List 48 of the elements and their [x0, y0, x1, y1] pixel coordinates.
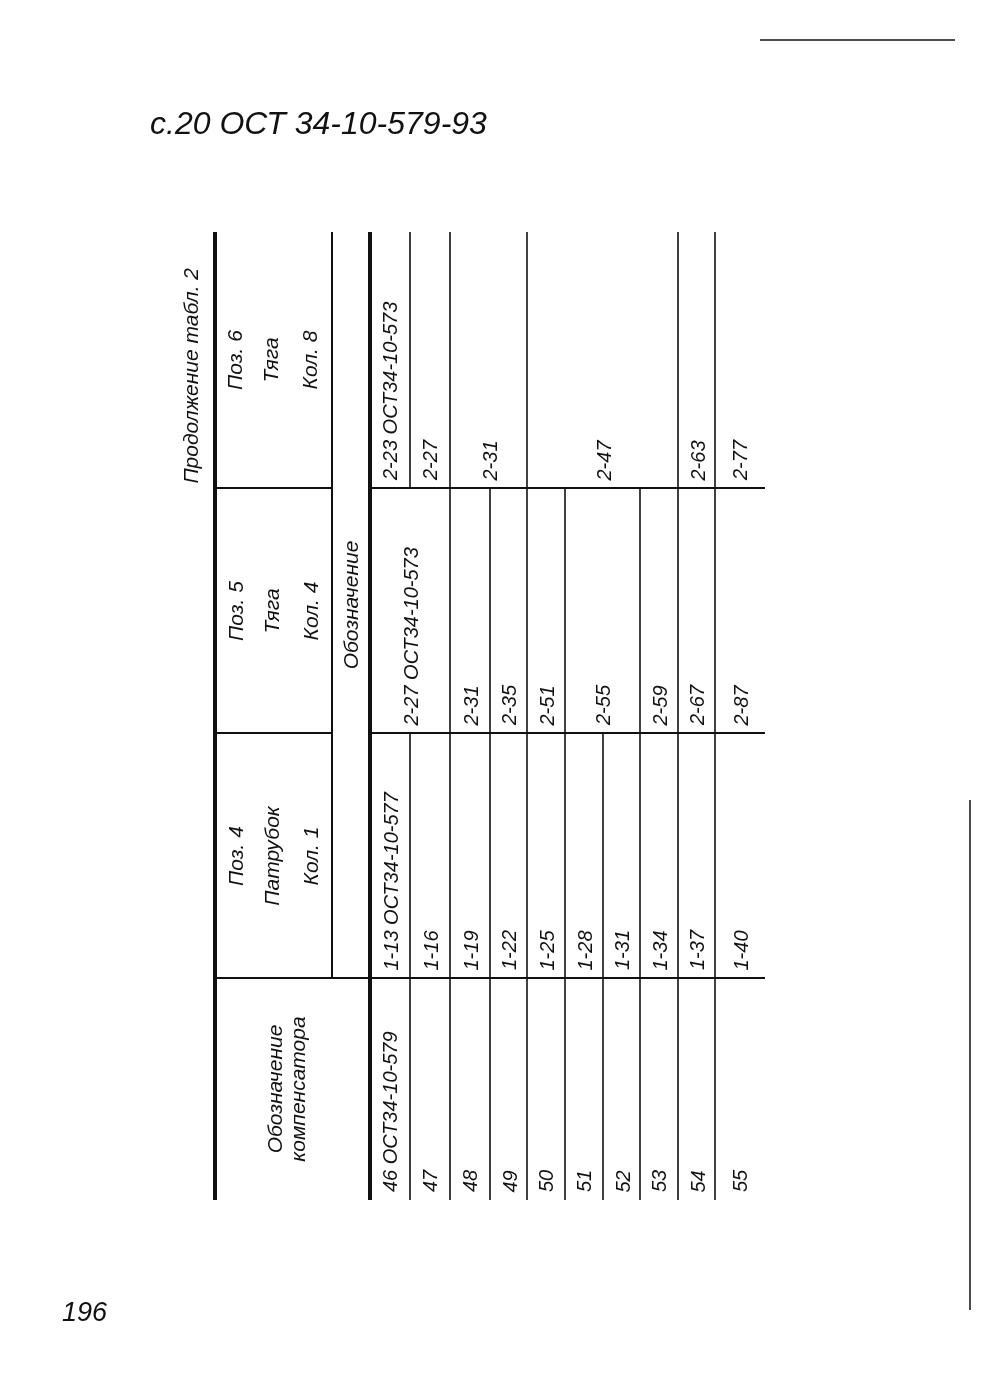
cell-value: 47: [419, 1169, 441, 1192]
cell-value: 2-35: [497, 684, 520, 725]
column-header: Тяга: [259, 337, 283, 383]
cell-value: 2-31: [459, 684, 481, 725]
column-header: Кол. 8: [298, 330, 322, 390]
cell-value: 1-31: [610, 929, 633, 970]
column-header: Тяга: [259, 587, 283, 634]
cell-value: 1-16: [419, 929, 441, 970]
cell-value: 2-63: [685, 439, 708, 480]
cell-value: 2-47: [591, 439, 614, 480]
cell-value: 52: [610, 1169, 633, 1192]
column-header: Патрубок: [259, 805, 283, 906]
column-header: Поз. 5: [223, 580, 247, 641]
cell-value: 51: [573, 1169, 595, 1192]
cell-value: 46 ОСТ34-10-579: [379, 1031, 401, 1192]
cell-value: 54: [685, 1169, 708, 1192]
cell-value: 2-77: [729, 439, 751, 480]
cell-value: 1-19: [459, 929, 481, 970]
cell-value: 2-87: [729, 684, 751, 725]
cell-value: 2-27: [419, 439, 441, 480]
column-header: Кол. 4: [298, 581, 322, 640]
cell-value: 1-13 ОСТ34-10-577: [379, 791, 401, 970]
cell-value: 2-23 ОСТ34-10-573: [379, 301, 401, 480]
cell-value: 1-28: [573, 929, 595, 970]
cell-value: 1-34: [648, 929, 670, 970]
cell-value: 49: [497, 1169, 520, 1192]
page-number: 196: [62, 1297, 108, 1327]
cell-value: 1-40: [729, 929, 751, 970]
column-header: Обозначение компенсатора: [262, 1015, 310, 1164]
cell-value: 48: [459, 1169, 481, 1192]
cell-value: 53: [648, 1169, 670, 1192]
cell-value: 2-55: [591, 684, 614, 725]
cell-value: 2-59: [648, 684, 670, 725]
cell-value: 1-25: [535, 929, 557, 970]
page-header: с.20 ОСТ 34-10-579-93: [150, 105, 487, 141]
cell-value: 2-67: [685, 684, 708, 725]
cell-value: 1-22: [497, 929, 520, 970]
cell-value: 50: [535, 1169, 557, 1192]
column-header: Поз. 4: [223, 825, 247, 886]
cell-value: 55: [729, 1169, 751, 1192]
column-header: Обозначение: [339, 540, 363, 670]
cell-value: 2-31: [477, 439, 500, 480]
table-caption: Продолжение табл. 2: [179, 268, 203, 484]
cell-value: 2-51: [535, 684, 557, 725]
cell-value: 1-37: [685, 929, 708, 970]
cell-value: 2-27 ОСТ34-10-573: [399, 546, 421, 725]
column-header: Поз. 6: [223, 330, 247, 390]
column-header: Кол. 1: [298, 826, 322, 885]
